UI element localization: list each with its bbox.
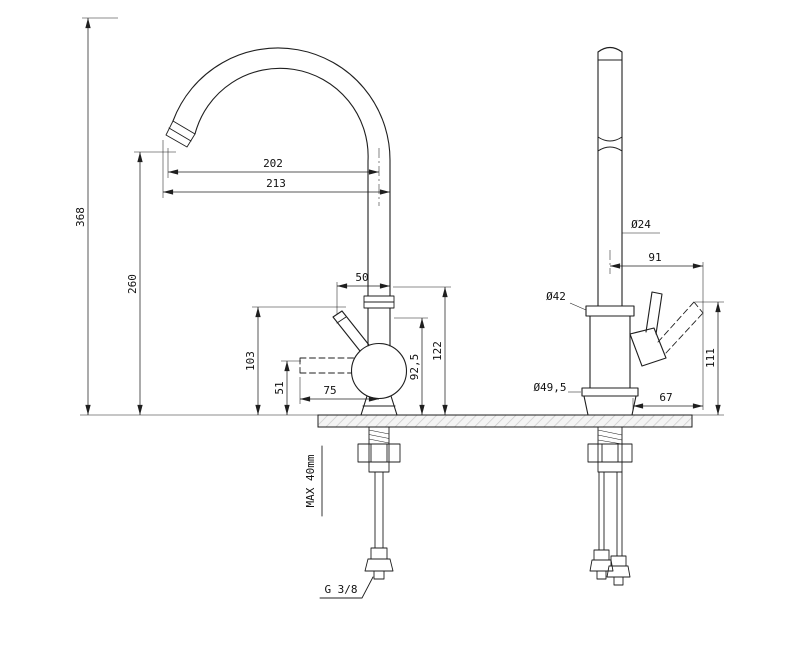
spout-gooseneck	[165, 47, 391, 297]
column-walls	[597, 51, 623, 307]
threaded-shank	[368, 426, 390, 463]
dim-label-67: 67	[659, 391, 672, 404]
dim-spout-reach: 202	[167, 148, 379, 178]
front-under-counter	[357, 426, 401, 580]
dim-label-368: 368	[74, 207, 87, 227]
label-base-diameter: Ø49,5	[533, 381, 581, 394]
swivel-joint	[597, 136, 623, 152]
hose-fitting-1	[589, 549, 614, 580]
side-column	[597, 46, 623, 307]
mounting-nut	[587, 443, 633, 463]
handle-lever-out-dashed	[657, 301, 704, 354]
dim-label-o42: Ø42	[546, 290, 566, 303]
base-flange	[581, 387, 639, 397]
threaded-shank	[597, 426, 623, 463]
spout-cut-face	[172, 120, 196, 135]
dim-label-51: 51	[273, 381, 286, 394]
dim-label-103: 103	[244, 351, 257, 371]
handle-knob-band	[336, 316, 347, 324]
countertop	[80, 414, 724, 428]
body-walls	[589, 315, 631, 389]
hose-fitting-2	[606, 555, 631, 586]
label-flange-diameter: Ø42	[546, 290, 587, 311]
thread-hatch	[368, 429, 390, 444]
handle-pivot-block	[629, 327, 667, 367]
dim-label-92-5: 92,5	[408, 354, 421, 381]
front-handle	[299, 310, 370, 374]
note-label-max-40mm: MAX 40mm	[304, 454, 317, 507]
handle-lever-up	[332, 310, 370, 352]
base-taper	[583, 395, 637, 416]
dim-side-handle-height: 111	[695, 301, 724, 415]
front-view	[165, 47, 408, 580]
side-view	[581, 46, 704, 586]
spout-outer-curve	[172, 47, 391, 297]
thread-hatch	[597, 429, 623, 445]
hose-fitting	[364, 547, 394, 580]
dim-side-reach: 91	[610, 251, 704, 410]
dim-label-202: 202	[263, 157, 283, 170]
label-column-diameter: Ø24	[622, 218, 660, 234]
aerator-icon	[165, 120, 196, 148]
dim-spout-reach-outer: 213	[162, 140, 390, 198]
dim-label-o24: Ø24	[631, 218, 651, 231]
handle-lever-down-dashed	[299, 357, 355, 374]
dim-label-91: 91	[648, 251, 661, 264]
dim-label-260: 260	[126, 274, 139, 294]
front-body	[350, 295, 408, 416]
dim-label-o49-5: Ø49,5	[533, 381, 566, 394]
handle-lever-up	[645, 291, 663, 335]
upper-flange	[585, 305, 635, 317]
supply-hose	[374, 471, 384, 549]
dim-label-50: 50	[355, 271, 368, 284]
dim-handle-axis-height: 51	[273, 360, 301, 415]
dim-handle-overhang: 67	[632, 391, 703, 410]
dim-body-offset: 50	[336, 271, 390, 314]
dim-label-75: 75	[323, 384, 336, 397]
spout-inner-curve	[194, 67, 369, 297]
shank-end	[368, 461, 390, 473]
dim-label-213: 213	[266, 177, 286, 190]
shank-end	[597, 461, 623, 473]
column-top-cap	[597, 46, 623, 53]
dim-total-height: 368	[74, 17, 118, 415]
dim-handle-length: 75	[299, 377, 379, 404]
dim-body-total-height: 122	[393, 286, 451, 415]
note-max-thickness: MAX 40mm	[304, 445, 323, 517]
body-neck	[367, 307, 391, 347]
dim-body-upper-height: 92,5	[394, 317, 428, 415]
countertop-band	[317, 414, 693, 428]
dimensions: 368 260 202 213 50 103	[74, 17, 724, 599]
mixer-ball-body	[350, 342, 408, 400]
dim-label-111: 111	[704, 348, 717, 368]
supply-hoses	[598, 471, 623, 557]
swivel-collar	[363, 295, 395, 309]
dim-handle-top-height: 103	[244, 306, 346, 415]
mounting-nut	[357, 443, 401, 463]
dim-label-122: 122	[431, 341, 444, 361]
side-under-counter	[587, 426, 633, 586]
side-body	[581, 305, 639, 416]
note-label-g38: G 3/8	[324, 583, 357, 596]
side-handle	[629, 291, 704, 367]
dim-spout-height: 260	[126, 151, 176, 415]
note-thread-size: G 3/8	[319, 576, 374, 599]
